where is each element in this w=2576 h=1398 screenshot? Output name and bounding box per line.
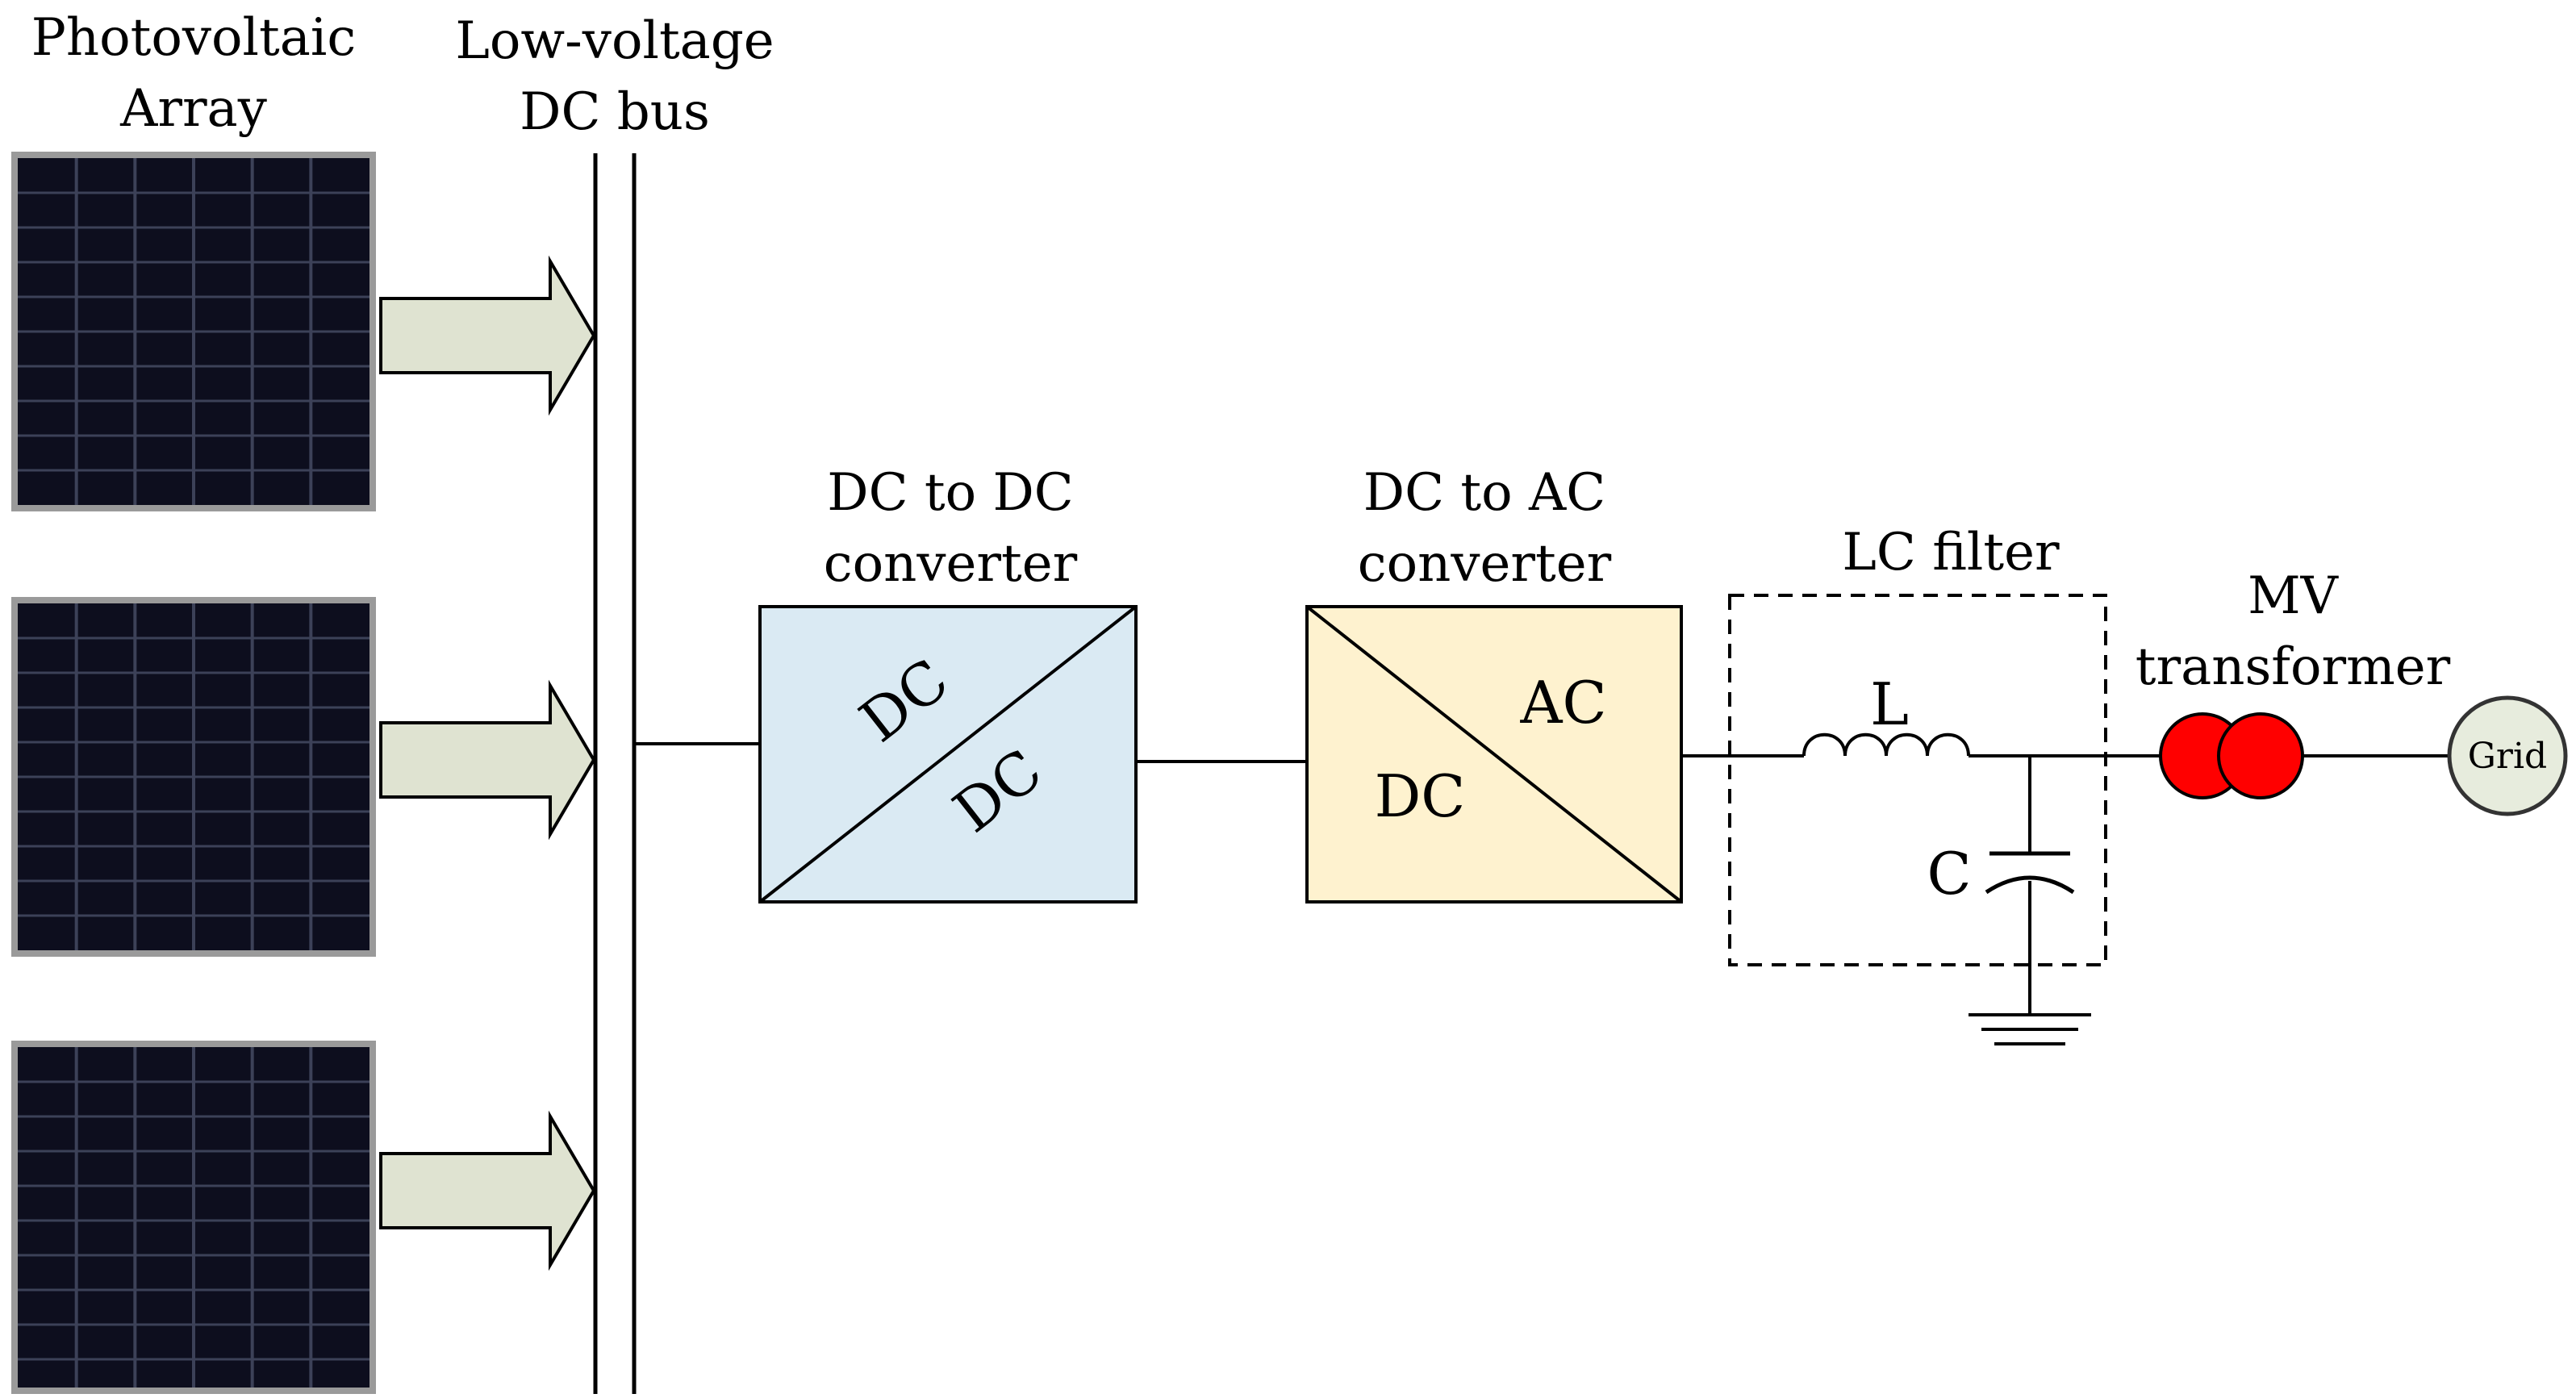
dc-bus (593, 153, 637, 1394)
lc-filter-label: LC filter (1842, 523, 2060, 582)
grid-label: Grid (2468, 736, 2547, 777)
dc-bus-label-line2: DC bus (520, 82, 710, 142)
grid-node: Grid (2447, 695, 2568, 816)
dcac-input-label: DC (1375, 762, 1466, 830)
inductor-icon (1802, 732, 1970, 757)
dcdc-diagonal (758, 605, 1138, 903)
capacitor-plate-bottom (1985, 875, 2075, 895)
dcac-converter: DC AC (1305, 605, 1683, 903)
transformer-icon (2159, 712, 2304, 799)
pv-array-label-line1: Photovoltaic (31, 8, 356, 68)
lc-filter-box (1728, 594, 2107, 966)
panel-arrows (379, 255, 596, 1271)
inductor-label: L (1870, 670, 1909, 738)
dcac-title-line2: converter (1358, 534, 1612, 594)
dcac-diagonal (1305, 605, 1683, 903)
dcdc-title-line2: converter (824, 534, 1078, 594)
pv-array-label-line2: Array (119, 79, 267, 139)
capacitor-label: C (1927, 840, 1971, 908)
transformer-winding-secondary (2217, 712, 2304, 799)
grid-circle (2447, 695, 2568, 816)
dc-bus-label-line1: Low-voltage (455, 11, 774, 71)
panel-arrow (379, 679, 596, 841)
mv-transformer-label-line1: MV (2248, 566, 2340, 626)
dcdc-title-line1: DC to DC (827, 463, 1074, 523)
solar-panel-icon (11, 1041, 376, 1394)
panel-arrow (379, 1110, 596, 1271)
wires (634, 742, 2449, 1015)
ground-icon (1969, 1013, 2091, 1045)
panel-arrow (379, 255, 596, 416)
dcdc-converter: DC DC (758, 605, 1138, 903)
dcac-output-label: AC (1519, 669, 1606, 737)
capacitor-icon (1985, 851, 2075, 895)
mv-transformer-label-line2: transformer (2136, 637, 2451, 697)
dcac-title-line1: DC to AC (1363, 463, 1605, 523)
solar-panel-icon (11, 152, 376, 511)
solar-panels (11, 152, 376, 1394)
solar-panel-icon (11, 597, 376, 957)
